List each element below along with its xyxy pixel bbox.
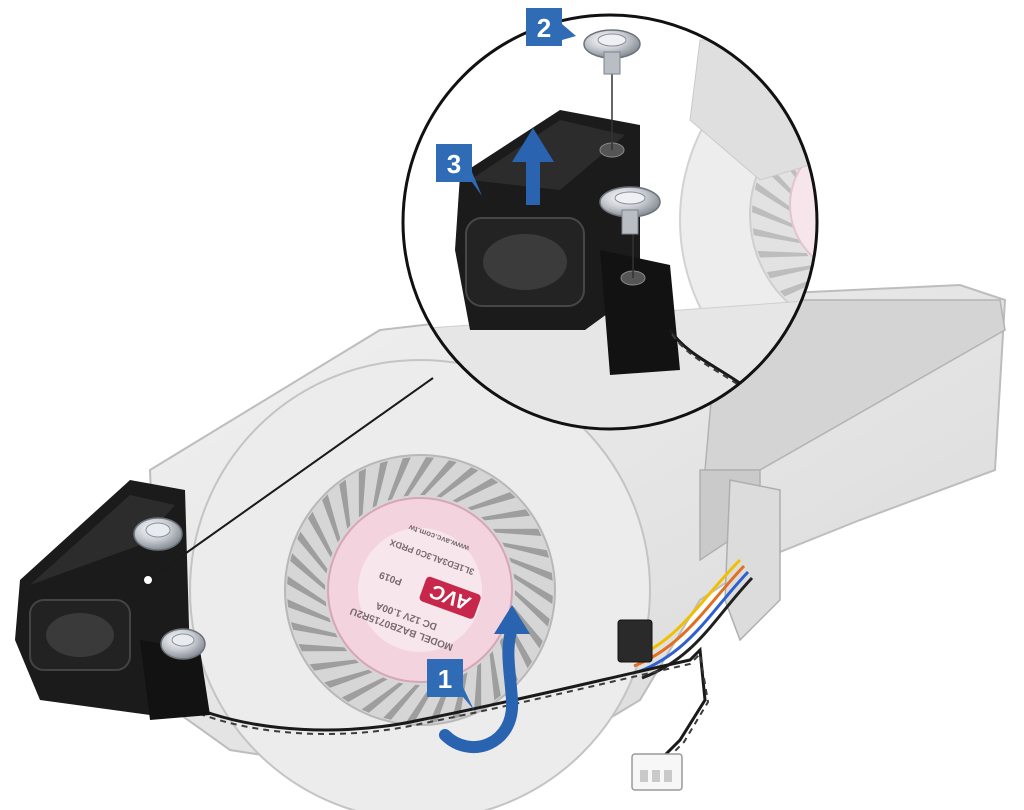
fan-blade (307, 511, 333, 558)
fan-blade (942, 229, 978, 269)
fan-blade (806, 111, 817, 163)
screw-icon (599, 186, 661, 235)
fan-blade (932, 172, 983, 179)
route-cable-arrow (439, 605, 530, 754)
fan-blade (512, 606, 543, 649)
step-1-number: 1 (438, 664, 452, 694)
lift-arrow (512, 128, 554, 205)
step-3-badge: 3 (436, 144, 482, 196)
fan-blade (489, 651, 501, 701)
fan-blade (754, 182, 797, 215)
step-2-badge: 2 (526, 8, 576, 46)
fan-blade (467, 492, 516, 511)
fan-blade (341, 677, 388, 703)
side-bracket (724, 479, 781, 642)
fan-blade (752, 205, 798, 230)
fan-blade (937, 243, 967, 288)
fan-blade (287, 599, 331, 623)
fan-blade (842, 98, 857, 147)
fan-blade (766, 264, 817, 279)
fan-blade (372, 460, 388, 508)
fan-blade (287, 575, 327, 607)
fan-blade (757, 250, 809, 258)
step-3-number: 3 (447, 149, 461, 179)
fan-blade (358, 468, 366, 518)
fan-blade (856, 97, 880, 142)
fan-connector-icon (617, 619, 653, 663)
fan-blade (452, 477, 499, 503)
fan-blade (383, 684, 420, 720)
step-2-number: 2 (537, 13, 551, 43)
fan-blade (827, 103, 834, 154)
fan-blade (298, 644, 348, 652)
fan-blade (943, 201, 988, 225)
fan-blade (387, 457, 411, 501)
fan-blade (339, 479, 351, 529)
screw-icon (133, 517, 183, 551)
fan-blade (436, 467, 479, 498)
zoom-callout-border (401, 13, 819, 431)
fan-blade (309, 659, 359, 671)
fan-blade (474, 662, 482, 712)
callout-leader (147, 377, 434, 581)
fan-blade (322, 494, 341, 543)
fan-blade (297, 531, 328, 574)
fan-blade (481, 509, 531, 521)
fan-blade (513, 573, 553, 605)
screw-icon (583, 29, 641, 75)
fan-blade (514, 590, 550, 627)
fan-blade (403, 457, 435, 497)
fan-blade (938, 187, 987, 202)
speaker-icon (15, 480, 210, 720)
speaker-cable (159, 646, 710, 763)
fan-label: AVC MODEL BAZB0715R2U DC 12V 1.00A P019 … (327, 497, 513, 683)
callout-anchor (142, 574, 154, 586)
fan-blade (420, 460, 457, 496)
fan-blade (922, 152, 973, 166)
fan-assembly: AVC MODEL BAZB0715R2U DC 12V 1.00A P019 … (148, 283, 1007, 810)
fan-blade (509, 557, 553, 581)
zoom-speaker-icon (455, 110, 680, 375)
fan-blades (287, 457, 553, 723)
step-1-badge: 1 (427, 659, 474, 710)
fan-blade (290, 553, 326, 590)
fan-blade (752, 228, 802, 244)
fan-blade (324, 669, 373, 688)
fan-blade (884, 107, 924, 143)
fan-blade (361, 682, 404, 713)
fan-blade (492, 528, 542, 536)
fan-blade (870, 100, 903, 141)
fan-blade (290, 622, 338, 638)
fan-blade (502, 542, 550, 558)
screw-icon (160, 628, 206, 660)
speaker-connector-icon (631, 753, 683, 791)
fan-blade (944, 215, 985, 248)
fan-blade (911, 134, 960, 156)
fan-blade (898, 118, 943, 148)
